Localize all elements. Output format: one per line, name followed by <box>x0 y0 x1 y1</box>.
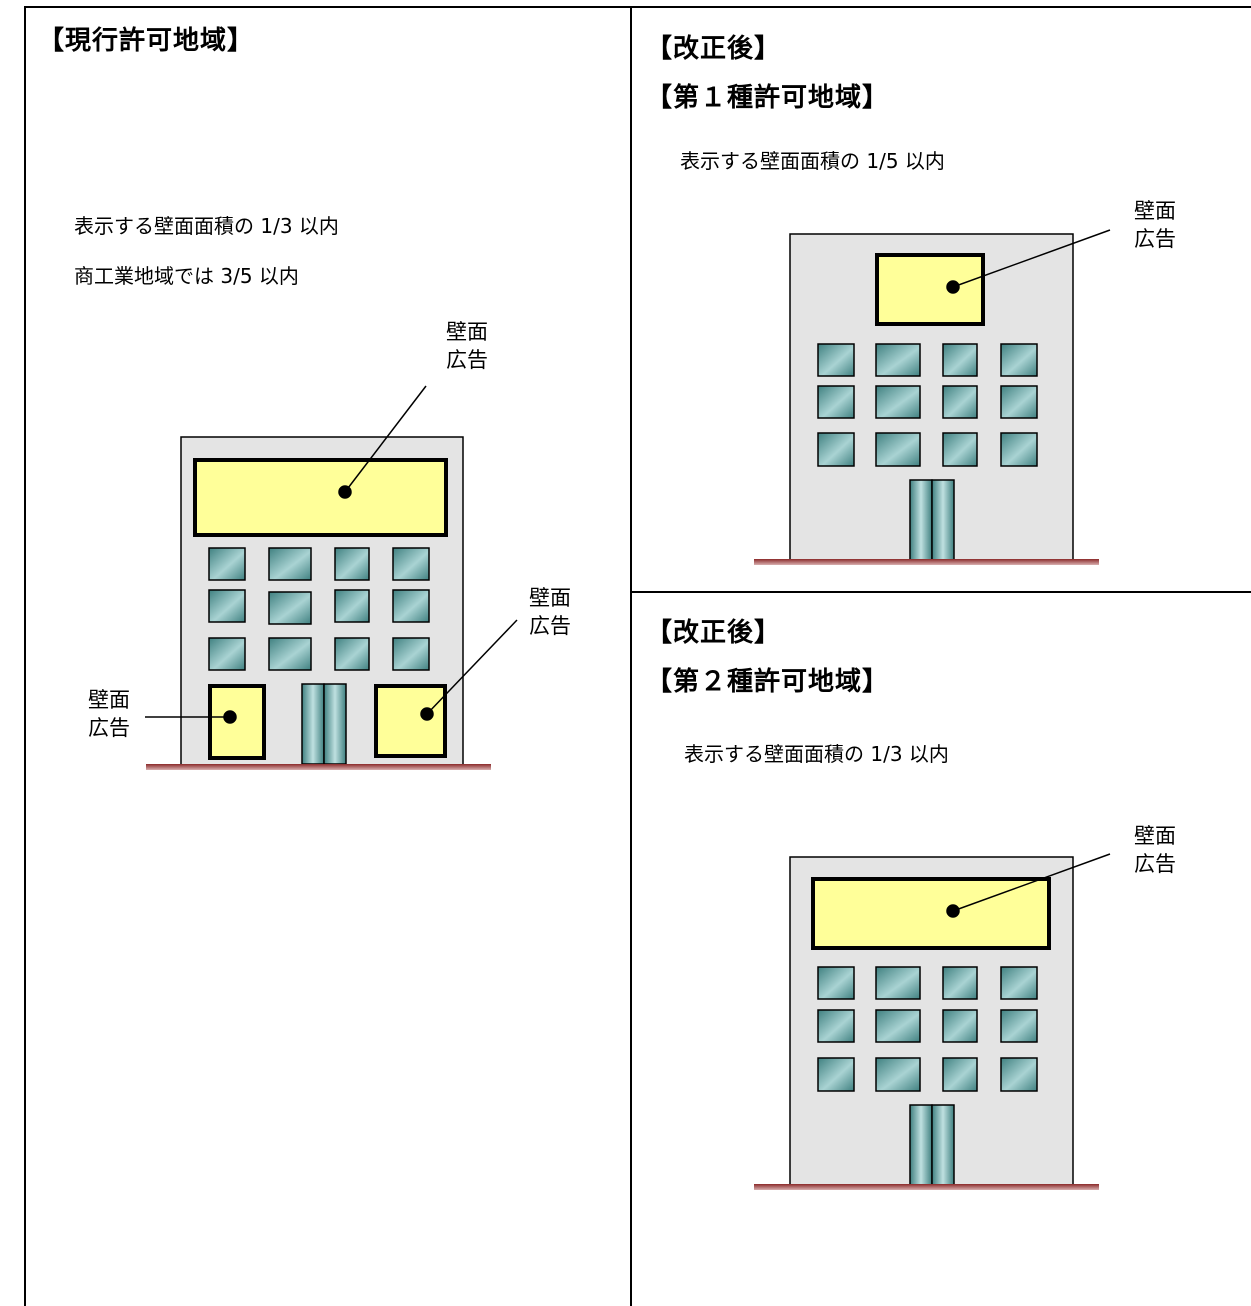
window-grid <box>208 547 430 671</box>
callout-leaders <box>145 385 518 724</box>
callout-label-advert: 広告 <box>529 614 571 638</box>
callout-label-wall: 壁面 <box>88 688 130 712</box>
callout-label-wall: 壁面 <box>1134 199 1176 223</box>
right-bottom-title-2: 【第２種許可地域】 <box>646 667 890 697</box>
left-desc-line-2: 商工業地域では 3/5 以内 <box>74 264 299 288</box>
right-top-title-1: 【改正後】 <box>646 34 782 64</box>
ground-line <box>146 764 491 770</box>
right-panel-frame <box>630 6 1251 1306</box>
window-grid <box>817 966 1038 1092</box>
callout-label-wall: 壁面 <box>446 320 488 344</box>
left-panel-title: 【現行許可地域】 <box>38 26 255 56</box>
left-building <box>145 385 518 770</box>
left-callout-right: 壁面 広告 <box>525 584 575 640</box>
right-bottom-title-1: 【改正後】 <box>646 618 782 648</box>
right-top-callout: 壁面 広告 <box>1130 197 1180 253</box>
right-top-title-2: 【第１種許可地域】 <box>646 83 890 113</box>
right-bottom-building <box>754 853 1111 1190</box>
callout-leaders <box>946 229 1111 294</box>
callout-label-advert: 広告 <box>446 348 488 372</box>
wall-sign-left <box>208 684 266 760</box>
left-callout-left: 壁面 広告 <box>84 686 134 742</box>
wall-sign-top <box>875 253 985 326</box>
right-bottom-desc: 表示する壁面面積の 1/3 以内 <box>684 742 949 766</box>
right-top-desc: 表示する壁面面積の 1/5 以内 <box>680 149 945 173</box>
left-panel-frame <box>24 6 632 1306</box>
entrance-door <box>909 479 955 561</box>
ground-line <box>754 1184 1099 1190</box>
entrance-door <box>301 683 347 765</box>
ground-line <box>754 559 1099 565</box>
callout-leaders <box>946 853 1111 918</box>
right-bottom-callout: 壁面 広告 <box>1130 822 1180 878</box>
left-desc-line-1: 表示する壁面面積の 1/3 以内 <box>74 214 339 238</box>
callout-label-advert: 広告 <box>1134 227 1176 251</box>
callout-label-wall: 壁面 <box>529 586 571 610</box>
right-panel-divider <box>630 591 1251 593</box>
callout-label-advert: 広告 <box>88 716 130 740</box>
entrance-door <box>909 1104 955 1186</box>
wall-sign-top <box>193 458 448 537</box>
wall-sign-right <box>374 684 447 758</box>
callout-label-advert: 広告 <box>1134 852 1176 876</box>
window-grid <box>817 343 1038 467</box>
callout-label-wall: 壁面 <box>1134 824 1176 848</box>
left-callout-top: 壁面 広告 <box>442 318 492 374</box>
right-top-building <box>754 229 1111 565</box>
